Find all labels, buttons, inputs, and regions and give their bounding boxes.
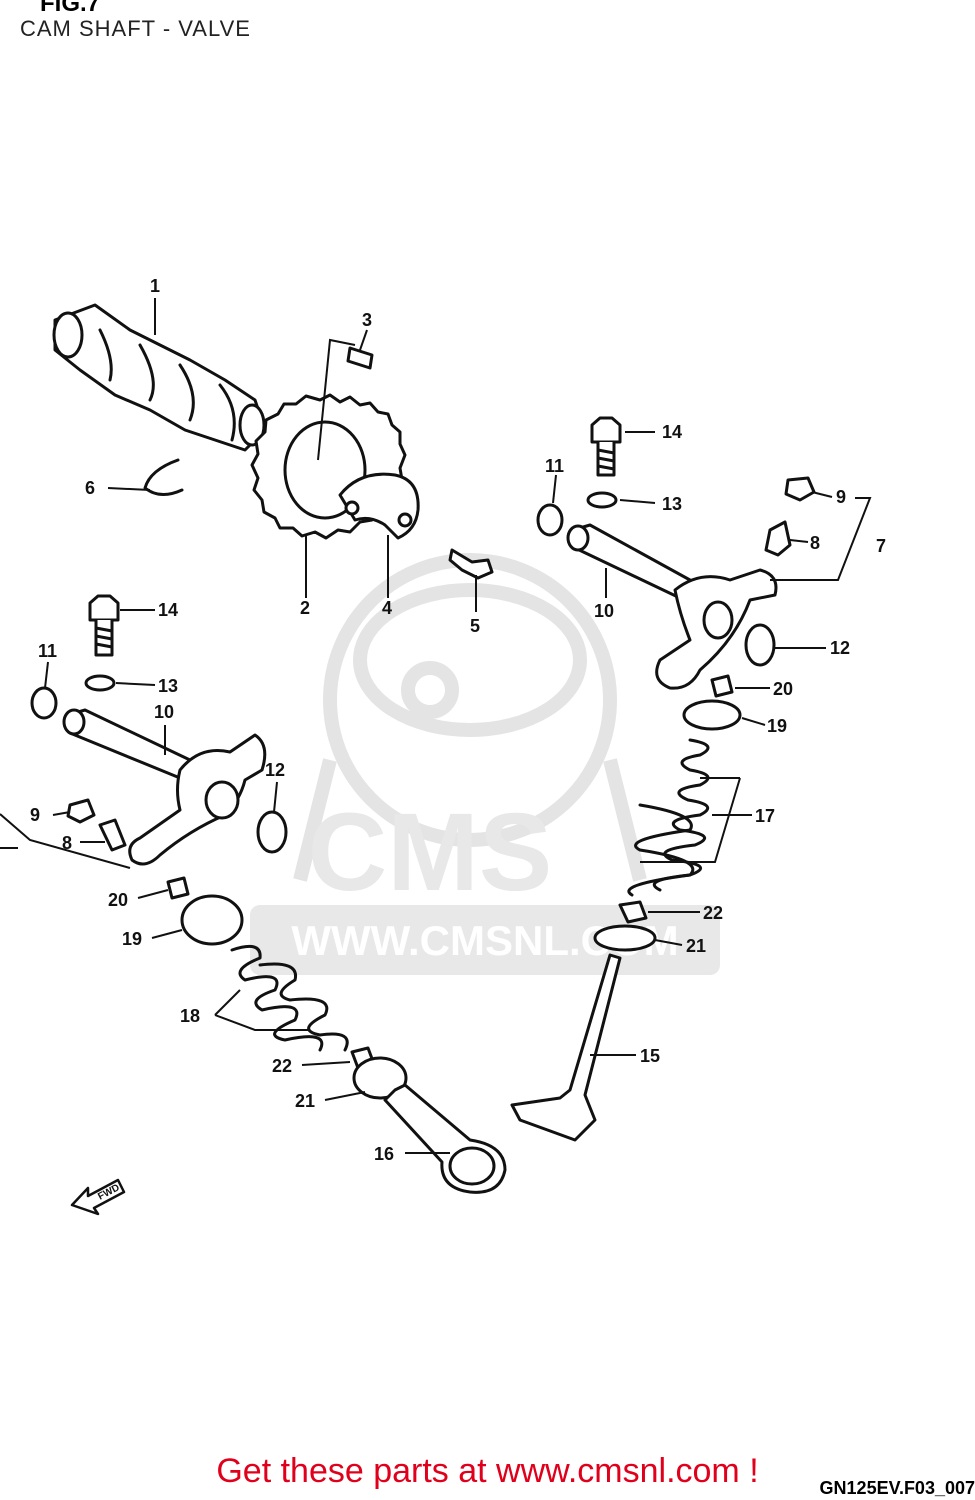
callout-6: 6 — [85, 478, 95, 498]
callout-3: 3 — [362, 310, 372, 330]
callout-10-right: 10 — [594, 601, 614, 621]
leader-lines — [0, 298, 872, 1154]
wave-washer-left — [256, 810, 288, 854]
callout-17: 17 — [755, 806, 775, 826]
callout-20-right: 20 — [773, 679, 793, 699]
callout-11-left: 11 — [38, 641, 57, 661]
callout-20-left: 20 — [108, 890, 128, 910]
washer-right — [586, 491, 618, 509]
callout-1: 1 — [150, 276, 160, 296]
adjust-screw-left — [98, 818, 127, 852]
rocker-shaft-right — [566, 523, 692, 600]
o-ring-left — [30, 686, 58, 720]
adjust-nut-right — [784, 476, 816, 502]
callout-10-left: 10 — [154, 702, 174, 722]
callout-4: 4 — [382, 598, 392, 618]
sprocket-plate — [338, 472, 420, 540]
valve-cotter-right — [710, 674, 734, 698]
callout-12-left: 12 — [265, 760, 285, 780]
parts-shop-link[interactable]: Get these parts at www.cmsnl.com ! — [216, 1452, 759, 1490]
spring-retainer-right — [682, 699, 742, 731]
callout-16: 16 — [374, 1144, 394, 1164]
circlip — [143, 458, 184, 496]
callout-7: 7 — [876, 536, 886, 556]
valve-spring-left — [230, 944, 349, 1052]
washer-left — [84, 674, 116, 692]
fwd-direction-marker: FWD — [70, 1178, 126, 1216]
camshaft — [52, 303, 267, 452]
callout-5: 5 — [470, 616, 480, 636]
figure-title: CAM SHAFT - VALVE — [20, 16, 251, 41]
callout-2: 2 — [300, 598, 310, 618]
callout-21-left: 21 — [295, 1091, 315, 1111]
callout-8-right: 8 — [810, 533, 820, 553]
callout-19-right: 19 — [767, 716, 787, 736]
callout-21-right: 21 — [686, 936, 706, 956]
figure-number: FIG.7 — [40, 0, 101, 17]
spring-seat-left — [352, 1056, 408, 1100]
callout-22-right: 22 — [703, 903, 723, 923]
rocker-shaft-bolt-right — [590, 416, 622, 477]
wave-washer-right — [744, 623, 776, 667]
knock-pin — [346, 346, 374, 370]
rocker-arm-right — [655, 568, 778, 690]
spring-seat-right — [593, 924, 657, 952]
callout-13-right: 13 — [662, 494, 682, 514]
watermark-brand: CMS — [308, 791, 552, 914]
watermark-mascot-helmet — [353, 583, 587, 737]
callouts: 1 2 3 4 5 6 7 8 9 10 11 12 13 14 20 19 1… — [30, 276, 886, 1164]
adjust-screw-right — [764, 520, 792, 557]
spring-retainer-left — [180, 894, 244, 946]
callout-9-right: 9 — [836, 487, 846, 507]
adjust-nut-left — [66, 798, 96, 824]
callout-15: 15 — [640, 1046, 660, 1066]
rocker-arm-left — [128, 733, 267, 866]
callout-14-right: 14 — [662, 422, 682, 442]
callout-14-left: 14 — [158, 600, 178, 620]
callout-19-left: 19 — [122, 929, 142, 949]
rocker-shaft-bolt-left — [88, 594, 120, 657]
valve-cotter-left — [166, 876, 190, 900]
callout-11-right: 11 — [545, 456, 564, 476]
callout-13-left: 13 — [158, 676, 178, 696]
watermark-mascot-eye — [401, 661, 459, 719]
callout-8-left: 8 — [62, 833, 72, 853]
watermark-mascot-arms — [293, 758, 647, 882]
callout-12-right: 12 — [830, 638, 850, 658]
intake-valve — [383, 1083, 507, 1194]
fwd-arrow-icon — [70, 1178, 126, 1216]
callout-22-left: 22 — [272, 1056, 292, 1076]
diagram-code: GN125EV.F03_007 — [819, 1478, 975, 1498]
watermark-url-plate — [250, 905, 720, 975]
callout-18: 18 — [180, 1006, 200, 1026]
sprocket-bolt — [448, 548, 494, 580]
o-ring-right — [536, 503, 564, 537]
stem-seal-right — [618, 900, 648, 924]
valve-spring-right — [627, 738, 710, 897]
callout-9-left: 9 — [30, 805, 40, 825]
exhaust-valve — [510, 953, 622, 1142]
